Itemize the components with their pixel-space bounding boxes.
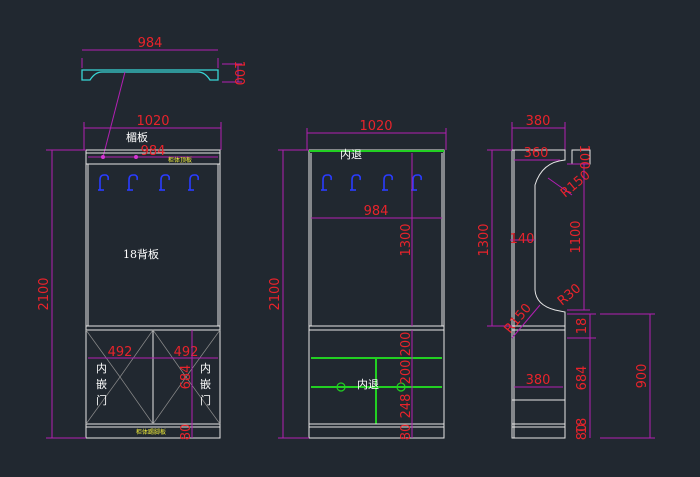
dim-684-front: 684 bbox=[179, 365, 194, 390]
label-back-panel: 18背板 bbox=[123, 247, 159, 261]
dim-492-left: 492 bbox=[108, 345, 133, 360]
label-recess-top: 内退 bbox=[340, 147, 362, 161]
dim-r150-top: R150 bbox=[558, 168, 594, 201]
dim-80-side: 80 bbox=[575, 424, 590, 441]
dim-1020-front: 1020 bbox=[136, 114, 169, 129]
dim-1300-middle: 1300 bbox=[399, 223, 414, 256]
dim-1100: 1100 bbox=[569, 220, 584, 253]
middle-view: 1020 内退 984 内退 1300 200 bbox=[268, 119, 447, 441]
dim-380-top: 380 bbox=[526, 114, 551, 129]
dim-684-side: 684 bbox=[575, 366, 590, 391]
dim-r30: R30 bbox=[555, 281, 584, 309]
dim-140: 140 bbox=[510, 232, 535, 247]
label-inset-door-left-2: 嵌 bbox=[96, 378, 107, 391]
label-top-board: 楣板 bbox=[126, 130, 148, 144]
top-crown-detail: 984 100 bbox=[81, 36, 246, 158]
dim-248: 248 bbox=[399, 394, 414, 419]
side-outline bbox=[511, 149, 566, 439]
dim-80-middle: 80 bbox=[399, 424, 414, 441]
label-inset-door-left-1: 内 bbox=[96, 361, 107, 375]
dim-360: 360 bbox=[524, 146, 549, 161]
dim-984-top: 984 bbox=[138, 36, 163, 51]
dim-80-front: 80 bbox=[179, 424, 194, 441]
label-top-strip: 柜体顶板 bbox=[168, 156, 192, 164]
label-kick-board: 柜体踢脚板 bbox=[136, 428, 166, 436]
coat-hooks-middle bbox=[321, 174, 423, 191]
dim-100-side: 100 bbox=[576, 145, 591, 170]
front-view: 1020 楣板 984 柜体顶板 18背板 bbox=[37, 114, 222, 441]
label-inset-door-right-1: 内 bbox=[200, 361, 211, 375]
dim-18-b: 18 bbox=[575, 418, 590, 435]
dim-984-middle: 984 bbox=[364, 204, 389, 219]
side-view: 380 360 R150 1300 140 1100 100 R30 R150 … bbox=[477, 114, 655, 440]
dim-100-top: 100 bbox=[231, 61, 246, 86]
dim-200-b: 200 bbox=[399, 360, 414, 385]
dim-18-a: 18 bbox=[575, 318, 590, 335]
dim-200-a: 200 bbox=[399, 332, 414, 357]
label-inset-door-right-3: 门 bbox=[200, 393, 211, 407]
dim-2100-front: 2100 bbox=[37, 277, 52, 310]
coat-hooks-front bbox=[98, 174, 200, 191]
dim-1300-side: 1300 bbox=[477, 223, 492, 256]
dim-2100-middle: 2100 bbox=[268, 277, 283, 310]
crown-molding-profile bbox=[81, 69, 219, 81]
dim-1020-middle: 1020 bbox=[359, 119, 392, 134]
leader-crown-to-front bbox=[102, 71, 126, 158]
label-recess-lower: 内退 bbox=[357, 377, 379, 391]
dim-380-bottom: 380 bbox=[526, 373, 551, 388]
dim-984-front: 984 bbox=[141, 144, 166, 159]
front-outline bbox=[85, 149, 221, 439]
label-inset-door-right-2: 嵌 bbox=[200, 378, 211, 391]
label-inset-door-left-3: 门 bbox=[96, 393, 107, 407]
dim-900: 900 bbox=[635, 364, 650, 389]
dim-492-right: 492 bbox=[174, 345, 199, 360]
